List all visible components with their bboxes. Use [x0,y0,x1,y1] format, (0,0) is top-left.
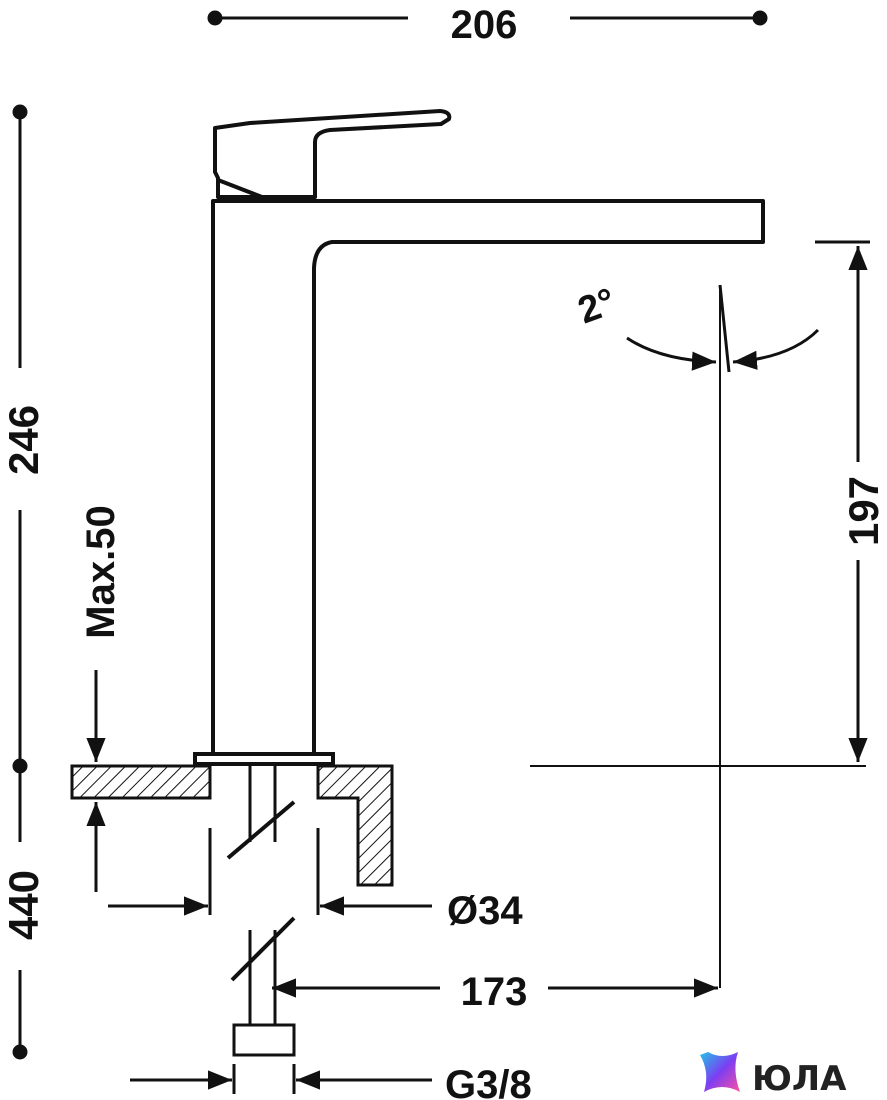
connection-nut [232,1023,296,1057]
dimension-height-label: 246 [0,405,47,475]
faucet-handle [213,109,452,199]
faucet-body [211,199,765,758]
supply-hoses [226,764,296,1025]
faucet-base-flange [193,752,335,766]
star-logo-icon [700,1052,740,1092]
dimension-diameter [108,828,432,916]
dimension-lower-label: 440 [0,870,47,940]
dimension-connection-label: G3/8 [445,1063,532,1100]
dimension-reach-label: 173 [461,970,528,1014]
watermark-logo: ЮЛА [700,1052,847,1099]
dimension-connection [130,1064,432,1094]
dimension-lower [12,766,28,1060]
handle-base-line [217,178,263,199]
countertop-right [316,764,394,887]
angle-label: 2° [573,281,622,333]
dimension-spout-height [815,240,870,762]
dimension-width-label: 206 [451,3,518,47]
max-counter-label: Max.50 [79,505,123,638]
dimension-width [207,10,768,26]
countertop-left [70,764,212,800]
dimension-spout-height-label: 197 [840,476,887,546]
watermark-brand: ЮЛА [752,1059,847,1099]
dimension-diameter-label: Ø34 [447,889,523,933]
angle-indicator [626,328,820,371]
spout-centerline [530,284,866,988]
